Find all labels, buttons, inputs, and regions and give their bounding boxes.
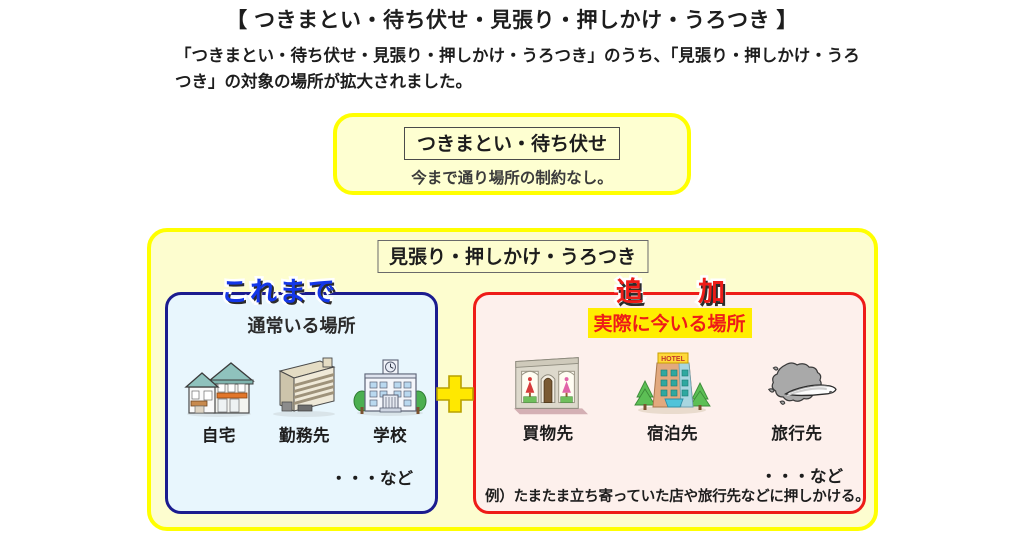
icon-cell-school: 学校 [348,343,432,446]
icon-label: 学校 [373,427,408,445]
panel-tsukimatoi: つきまとい・待ち伏せ 今まで通り場所の制約なし。 [333,113,691,195]
icon-label: 宿泊先 [646,425,698,443]
house-icon [177,343,261,419]
panel-mihari: 見張り・押しかけ・うろつき 通常いる場所 [147,228,878,531]
map-train-icon [755,341,839,417]
icon-label: 買物先 [522,425,574,443]
icon-cell-lodging: HOTEL 宿泊先 [630,341,714,444]
icon-label: 勤務先 [278,427,330,445]
lead-paragraph: 「つきまとい・待ち伏せ・見張り・押しかけ・うろつき」のうち、「見張り・押しかけ・… [175,47,860,91]
icon-row-before: 自宅 [176,343,433,446]
badge-added: 追 加 [614,276,739,308]
panel-mihari-title: 見張り・押しかけ・うろつき [376,240,649,273]
icon-cell-home: 自宅 [177,343,261,446]
panel-tsukimatoi-title: つきまとい・待ち伏せ [403,127,621,160]
box-added: 実際に今いる場所 [473,292,870,514]
badge-before: これまで [219,276,338,308]
plus-icon [433,372,477,416]
icon-label: 旅行先 [771,425,823,443]
etc-label-added: ・・・など [760,468,844,486]
icon-cell-travel: 旅行先 [755,341,839,444]
icon-row-added: 買物先 [486,341,859,444]
box-added-heading: 実際に今いる場所 [587,308,752,338]
icon-label: 自宅 [201,427,236,445]
office-building-icon [262,343,346,419]
heading-block: 【 つきまとい・待ち伏せ・見張り・押しかけ・うろつき 】 「つきまとい・待ち伏せ… [0,0,1024,95]
box-before-heading: 通常いる場所 [247,316,356,336]
example-note: 例）たまたま立ち寄っていた店や旅行先などに押しかける。 [485,489,870,505]
page-title: 【 つきまとい・待ち伏せ・見張り・押しかけ・うろつき 】 [226,9,798,32]
panel-tsukimatoi-note: 今まで通り場所の制約なし。 [411,170,613,187]
svg-text:HOTEL: HOTEL [662,356,686,363]
school-icon [348,343,432,419]
icon-cell-shopping: 買物先 [506,341,590,444]
etc-label-before: ・・・など [330,470,414,488]
box-before: 通常いる場所 [165,292,438,514]
icon-cell-workplace: 勤務先 [262,343,346,446]
hotel-icon: HOTEL [630,341,714,417]
shop-storefront-icon [506,341,590,417]
